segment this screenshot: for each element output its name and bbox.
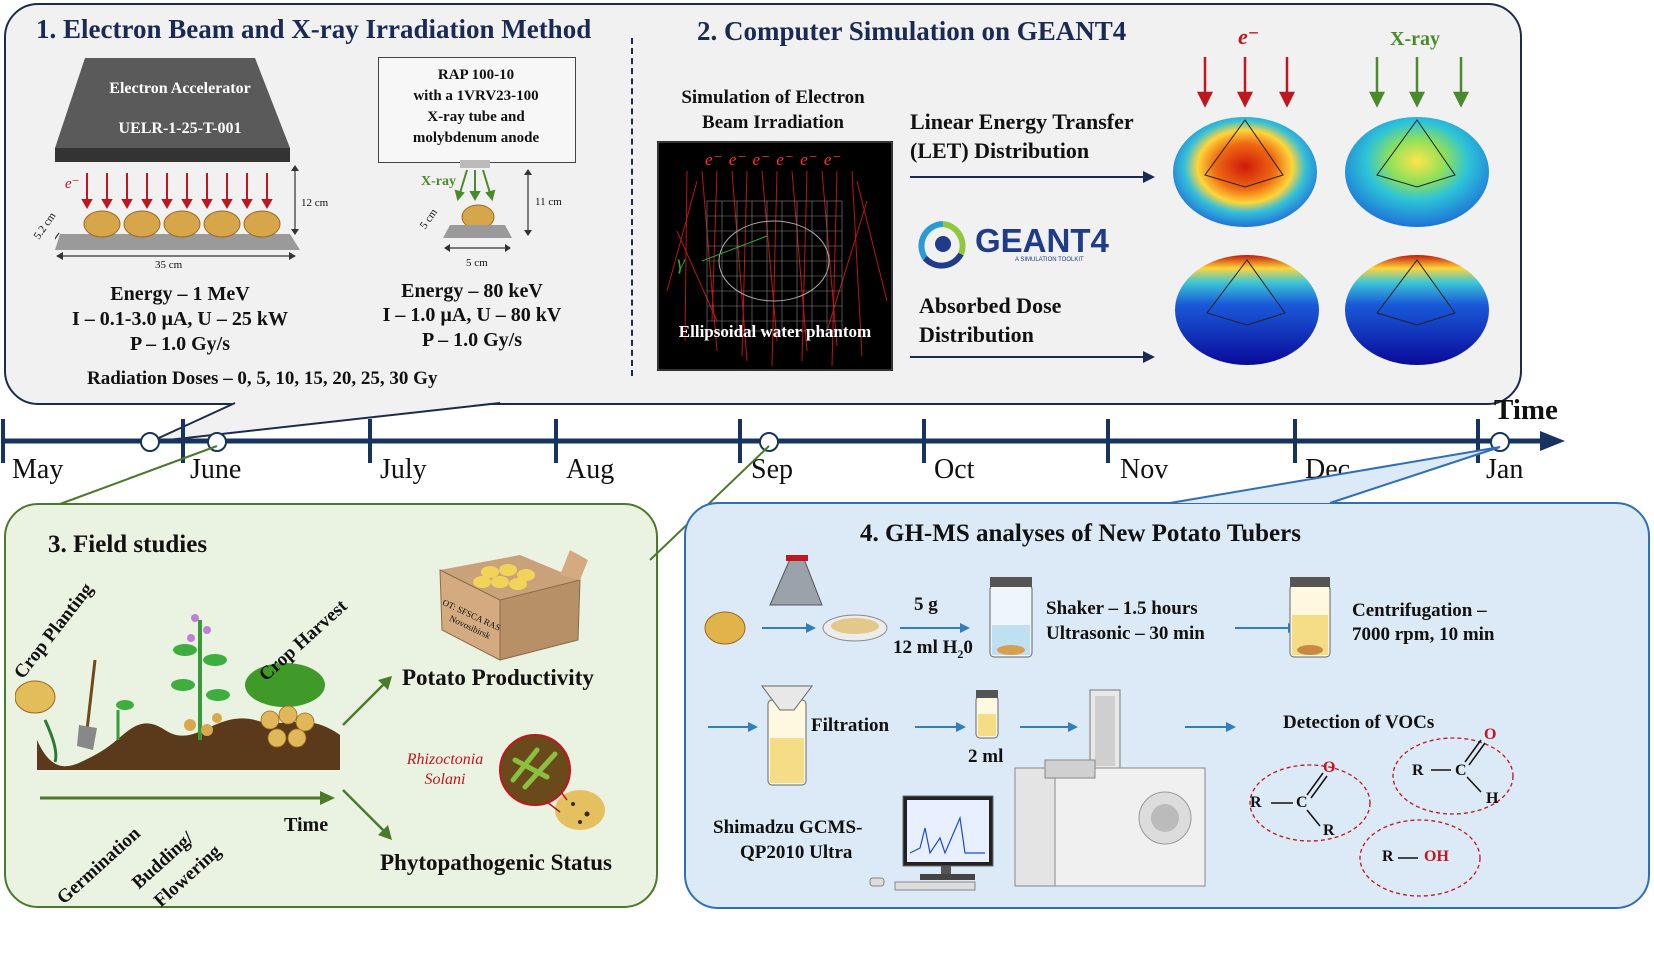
month-jan: Jan xyxy=(1486,454,1524,485)
accelerator-name: Electron Accelerator xyxy=(109,80,251,97)
month-aug: Aug xyxy=(566,454,615,485)
phantom-label: Ellipsoidal water phantom xyxy=(678,322,872,341)
detection-label: Detection of VOCs xyxy=(1283,712,1435,733)
ultrasonic-step: Ultrasonic – 30 min xyxy=(1046,623,1205,644)
sample-mass: 5 g xyxy=(914,594,938,615)
mol2-c: C xyxy=(1455,762,1467,779)
let-label-1: Linear Energy Transfer xyxy=(910,109,1134,134)
mol1-r2: R xyxy=(1323,822,1335,839)
xray-device-line-3: X-ray tube and xyxy=(427,109,525,125)
centrifugation-step-2: 7000 rpm, 10 min xyxy=(1352,624,1495,645)
xray-irradiation-illustration xyxy=(443,160,532,252)
mol1-r1: R xyxy=(1250,794,1262,811)
pathogen-label-2: Solani xyxy=(424,771,466,788)
electron-height-label: 12 cm xyxy=(301,197,329,209)
voc-molecules xyxy=(1249,737,1514,897)
mol3-oh: OH xyxy=(1424,848,1449,865)
panel3-title: 3. Field studies xyxy=(48,531,208,558)
geant4-logo-subtitle: A SIMULATION TOOLKIT xyxy=(1015,257,1084,263)
let-label-2: (LET) Distribution xyxy=(910,138,1090,163)
electron-simulation-image xyxy=(657,141,893,371)
accelerator-model: UELR-1-25-T-001 xyxy=(118,120,242,137)
dose-label-2: Distribution xyxy=(919,322,1034,347)
mol2-r: R xyxy=(1412,762,1424,779)
panel1-title: 1. Electron Beam and X-ray Irradiation M… xyxy=(36,14,592,44)
xray-width-label: 5 cm xyxy=(466,257,488,269)
field-branch-arrows xyxy=(342,676,392,840)
month-july: July xyxy=(380,454,427,485)
timeline-axis xyxy=(1,419,1565,463)
xray-energy: Energy – 80 keV xyxy=(401,280,543,302)
phytopathogenic-status: Phytopathogenic Status xyxy=(380,850,612,875)
month-oct: Oct xyxy=(934,454,975,485)
mol2-h: H xyxy=(1486,790,1499,807)
electron-label: e⁻ xyxy=(65,176,80,192)
sim-caption-1: Simulation of Electron xyxy=(681,87,865,108)
filtration-step: Filtration xyxy=(811,715,890,736)
xray-current: I – 1.0 µA, U – 80 kV xyxy=(382,304,562,326)
electron-current: I – 0.1-3.0 µA, U – 25 kW xyxy=(72,308,288,330)
month-may: May xyxy=(12,454,64,485)
instrument-label-2: QP2010 Ultra xyxy=(740,842,853,863)
xray-power: P – 1.0 Gy/s xyxy=(421,329,522,351)
column-electron-label: e⁻ xyxy=(1238,24,1260,49)
column-xray-label: X-ray xyxy=(1390,28,1440,50)
crop-growth-illustration xyxy=(15,614,340,805)
instrument-label-1: Shimadzu GCMS- xyxy=(713,817,863,838)
xray-device-line-4: molybdenum anode xyxy=(412,130,540,146)
mol1-c: C xyxy=(1296,794,1308,811)
sample-prep-row-1 xyxy=(704,555,1331,658)
panel2-title: 2. Computer Simulation on GEANT4 xyxy=(697,16,1127,46)
sim-electron-row: e⁻ e⁻ e⁻ e⁻ e⁻ e⁻ xyxy=(705,150,843,169)
geant4-logo-text: GEANT4 xyxy=(975,222,1109,259)
electron-energy: Energy – 1 MeV xyxy=(110,283,250,305)
centrifugation-step-1: Centrifugation – xyxy=(1352,600,1487,621)
potato-box-icon xyxy=(439,550,588,661)
panel-divider xyxy=(631,38,633,376)
panel2-arrows xyxy=(910,171,1155,363)
xray-device-line-1: RAP 100-10 xyxy=(437,67,515,83)
electron-width-label: 35 cm xyxy=(155,259,183,271)
water-volume: 12 ml H20 xyxy=(893,637,973,661)
sample-prep-row-2 xyxy=(708,685,1236,786)
dose-label-1: Absorbed Dose xyxy=(919,293,1062,318)
electron-accelerator-illustration xyxy=(55,58,300,260)
sim-gamma-label: γ xyxy=(677,252,685,274)
electron-power: P – 1.0 Gy/s xyxy=(129,333,230,355)
pathogen-illustration xyxy=(499,734,605,830)
mol1-o: O xyxy=(1323,759,1336,776)
xray-height-label: 11 cm xyxy=(535,196,562,208)
month-sep: Sep xyxy=(751,454,793,485)
xray-device-line-2: with a 1VRV23-100 xyxy=(413,88,539,104)
shaker-step: Shaker – 1.5 hours xyxy=(1046,598,1198,619)
mol3-r: R xyxy=(1382,848,1394,865)
sim-caption-2: Beam Irradiation xyxy=(702,112,844,133)
timeline-axis-title: Time xyxy=(1494,394,1558,426)
radiation-doses: Radiation Doses – 0, 5, 10, 15, 20, 25, … xyxy=(87,368,438,389)
final-volume: 2 ml xyxy=(968,746,1004,767)
xray-label: X-ray xyxy=(421,174,456,189)
month-nov: Nov xyxy=(1120,454,1169,485)
month-june: June xyxy=(190,454,242,485)
field-time-label: Time xyxy=(284,814,329,836)
geant4-logo-icon xyxy=(918,221,966,269)
distribution-ellipsoids xyxy=(1173,57,1489,365)
gcms-instrument-illustration xyxy=(869,689,1206,891)
panel4-title: 4. GH-MS analyses of New Potato Tubers xyxy=(860,520,1301,547)
xray-device-box xyxy=(378,57,576,163)
potato-productivity: Potato Productivity xyxy=(402,665,594,690)
mol2-o: O xyxy=(1484,726,1497,743)
pathogen-label-1: Rhizoctonia xyxy=(406,751,484,768)
